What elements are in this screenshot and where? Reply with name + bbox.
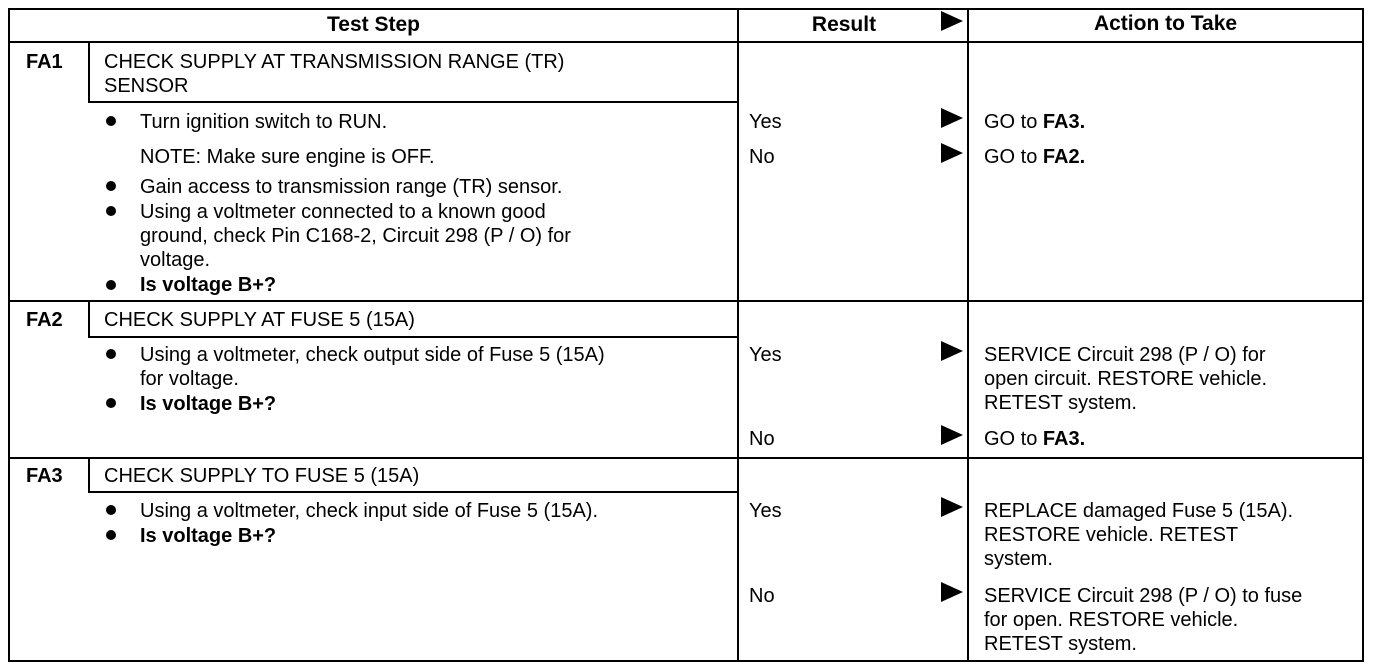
- fa1-result-yes: Yes: [749, 111, 782, 133]
- result-arrow-icon: [941, 108, 963, 128]
- fa1-title-underline: [88, 101, 739, 103]
- fa3-instruction-1: Using a voltmeter, check input side of F…: [140, 500, 598, 522]
- bullet-icon: [106, 530, 116, 540]
- fa1-instruction-3-line2: ground, check Pin C168-2, Circuit 298 (P…: [140, 225, 571, 247]
- fa3-action-no-line3: RETEST system.: [984, 633, 1137, 655]
- fa1-action-no: GO to FA2.: [984, 146, 1086, 168]
- fa3-title: CHECK SUPPLY TO FUSE 5 (15A): [104, 465, 420, 487]
- fa1-note: NOTE: Make sure engine is OFF.: [140, 146, 435, 168]
- table-border-bottom: [8, 660, 1364, 662]
- table-border-top: [8, 8, 1364, 10]
- bullet-icon: [106, 206, 116, 216]
- step-id-fa1: FA1: [26, 51, 63, 73]
- fa1-title-line2: SENSOR: [104, 75, 189, 97]
- step-divider-fa3: [8, 457, 1364, 459]
- fa2-action-yes-line3: RETEST system.: [984, 392, 1137, 414]
- header-test-step: Test Step: [327, 13, 420, 36]
- fa2-instruction-1-line2: for voltage.: [140, 368, 239, 390]
- table-border-right: [1362, 8, 1364, 662]
- step-id-fa2: FA2: [26, 309, 63, 331]
- result-arrow-icon: [941, 582, 963, 602]
- fa1-id-divider: [88, 41, 90, 103]
- fa3-question: Is voltage B+?: [140, 525, 277, 547]
- fa2-result-yes: Yes: [749, 344, 782, 366]
- fa1-instruction-3-line1: Using a voltmeter connected to a known g…: [140, 201, 546, 223]
- fa3-action-yes-line3: system.: [984, 548, 1053, 570]
- fa1-title-line1: CHECK SUPPLY AT TRANSMISSION RANGE (TR): [104, 51, 565, 73]
- column-divider-result: [737, 8, 739, 662]
- fa2-action-no: GO to FA3.: [984, 428, 1086, 450]
- header-action: Action to Take: [1093, 12, 1238, 35]
- result-arrow-icon: [941, 425, 963, 445]
- bullet-icon: [106, 116, 116, 126]
- fa2-title-underline: [88, 336, 739, 338]
- header-arrow-icon: [941, 11, 963, 31]
- fa3-action-no-line1: SERVICE Circuit 298 (P / O) to fuse: [984, 585, 1303, 607]
- fa3-id-divider: [88, 457, 90, 493]
- fa1-instruction-3-line3: voltage.: [140, 249, 211, 271]
- fa3-title-underline: [88, 491, 739, 493]
- bullet-icon: [106, 349, 116, 359]
- fa3-result-no: No: [749, 585, 775, 607]
- fa2-action-yes-line2: open circuit. RESTORE vehicle.: [984, 368, 1268, 390]
- fa2-result-no: No: [749, 428, 775, 450]
- bullet-icon: [106, 398, 116, 408]
- table-border-left: [8, 8, 10, 662]
- bullet-icon: [106, 181, 116, 191]
- result-arrow-icon: [941, 143, 963, 163]
- result-arrow-icon: [941, 341, 963, 361]
- step-id-fa3: FA3: [26, 465, 63, 487]
- fa3-result-yes: Yes: [749, 500, 782, 522]
- fa1-instruction-1: Turn ignition switch to RUN.: [140, 111, 388, 133]
- fa1-instruction-2: Gain access to transmission range (TR) s…: [140, 176, 563, 198]
- bullet-icon: [106, 505, 116, 515]
- fa2-title: CHECK SUPPLY AT FUSE 5 (15A): [104, 309, 415, 331]
- fa1-question: Is voltage B+?: [140, 274, 277, 296]
- result-arrow-icon: [941, 497, 963, 517]
- step-divider-fa2: [8, 300, 1364, 302]
- fa3-action-yes-line1: REPLACE damaged Fuse 5 (15A).: [984, 500, 1294, 522]
- fa1-action-yes: GO to FA3.: [984, 111, 1086, 133]
- fa3-action-no-line2: for open. RESTORE vehicle.: [984, 609, 1239, 631]
- header-result: Result: [811, 13, 877, 36]
- fa3-action-yes-line2: RESTORE vehicle. RETEST: [984, 524, 1239, 546]
- fa2-question: Is voltage B+?: [140, 393, 277, 415]
- fa1-result-no: No: [749, 146, 775, 168]
- column-divider-action: [967, 8, 969, 662]
- fa2-id-divider: [88, 300, 90, 338]
- fa2-instruction-1-line1: Using a voltmeter, check output side of …: [140, 344, 605, 366]
- fa2-action-yes-line1: SERVICE Circuit 298 (P / O) for: [984, 344, 1266, 366]
- header-divider: [8, 41, 1364, 43]
- bullet-icon: [106, 280, 116, 290]
